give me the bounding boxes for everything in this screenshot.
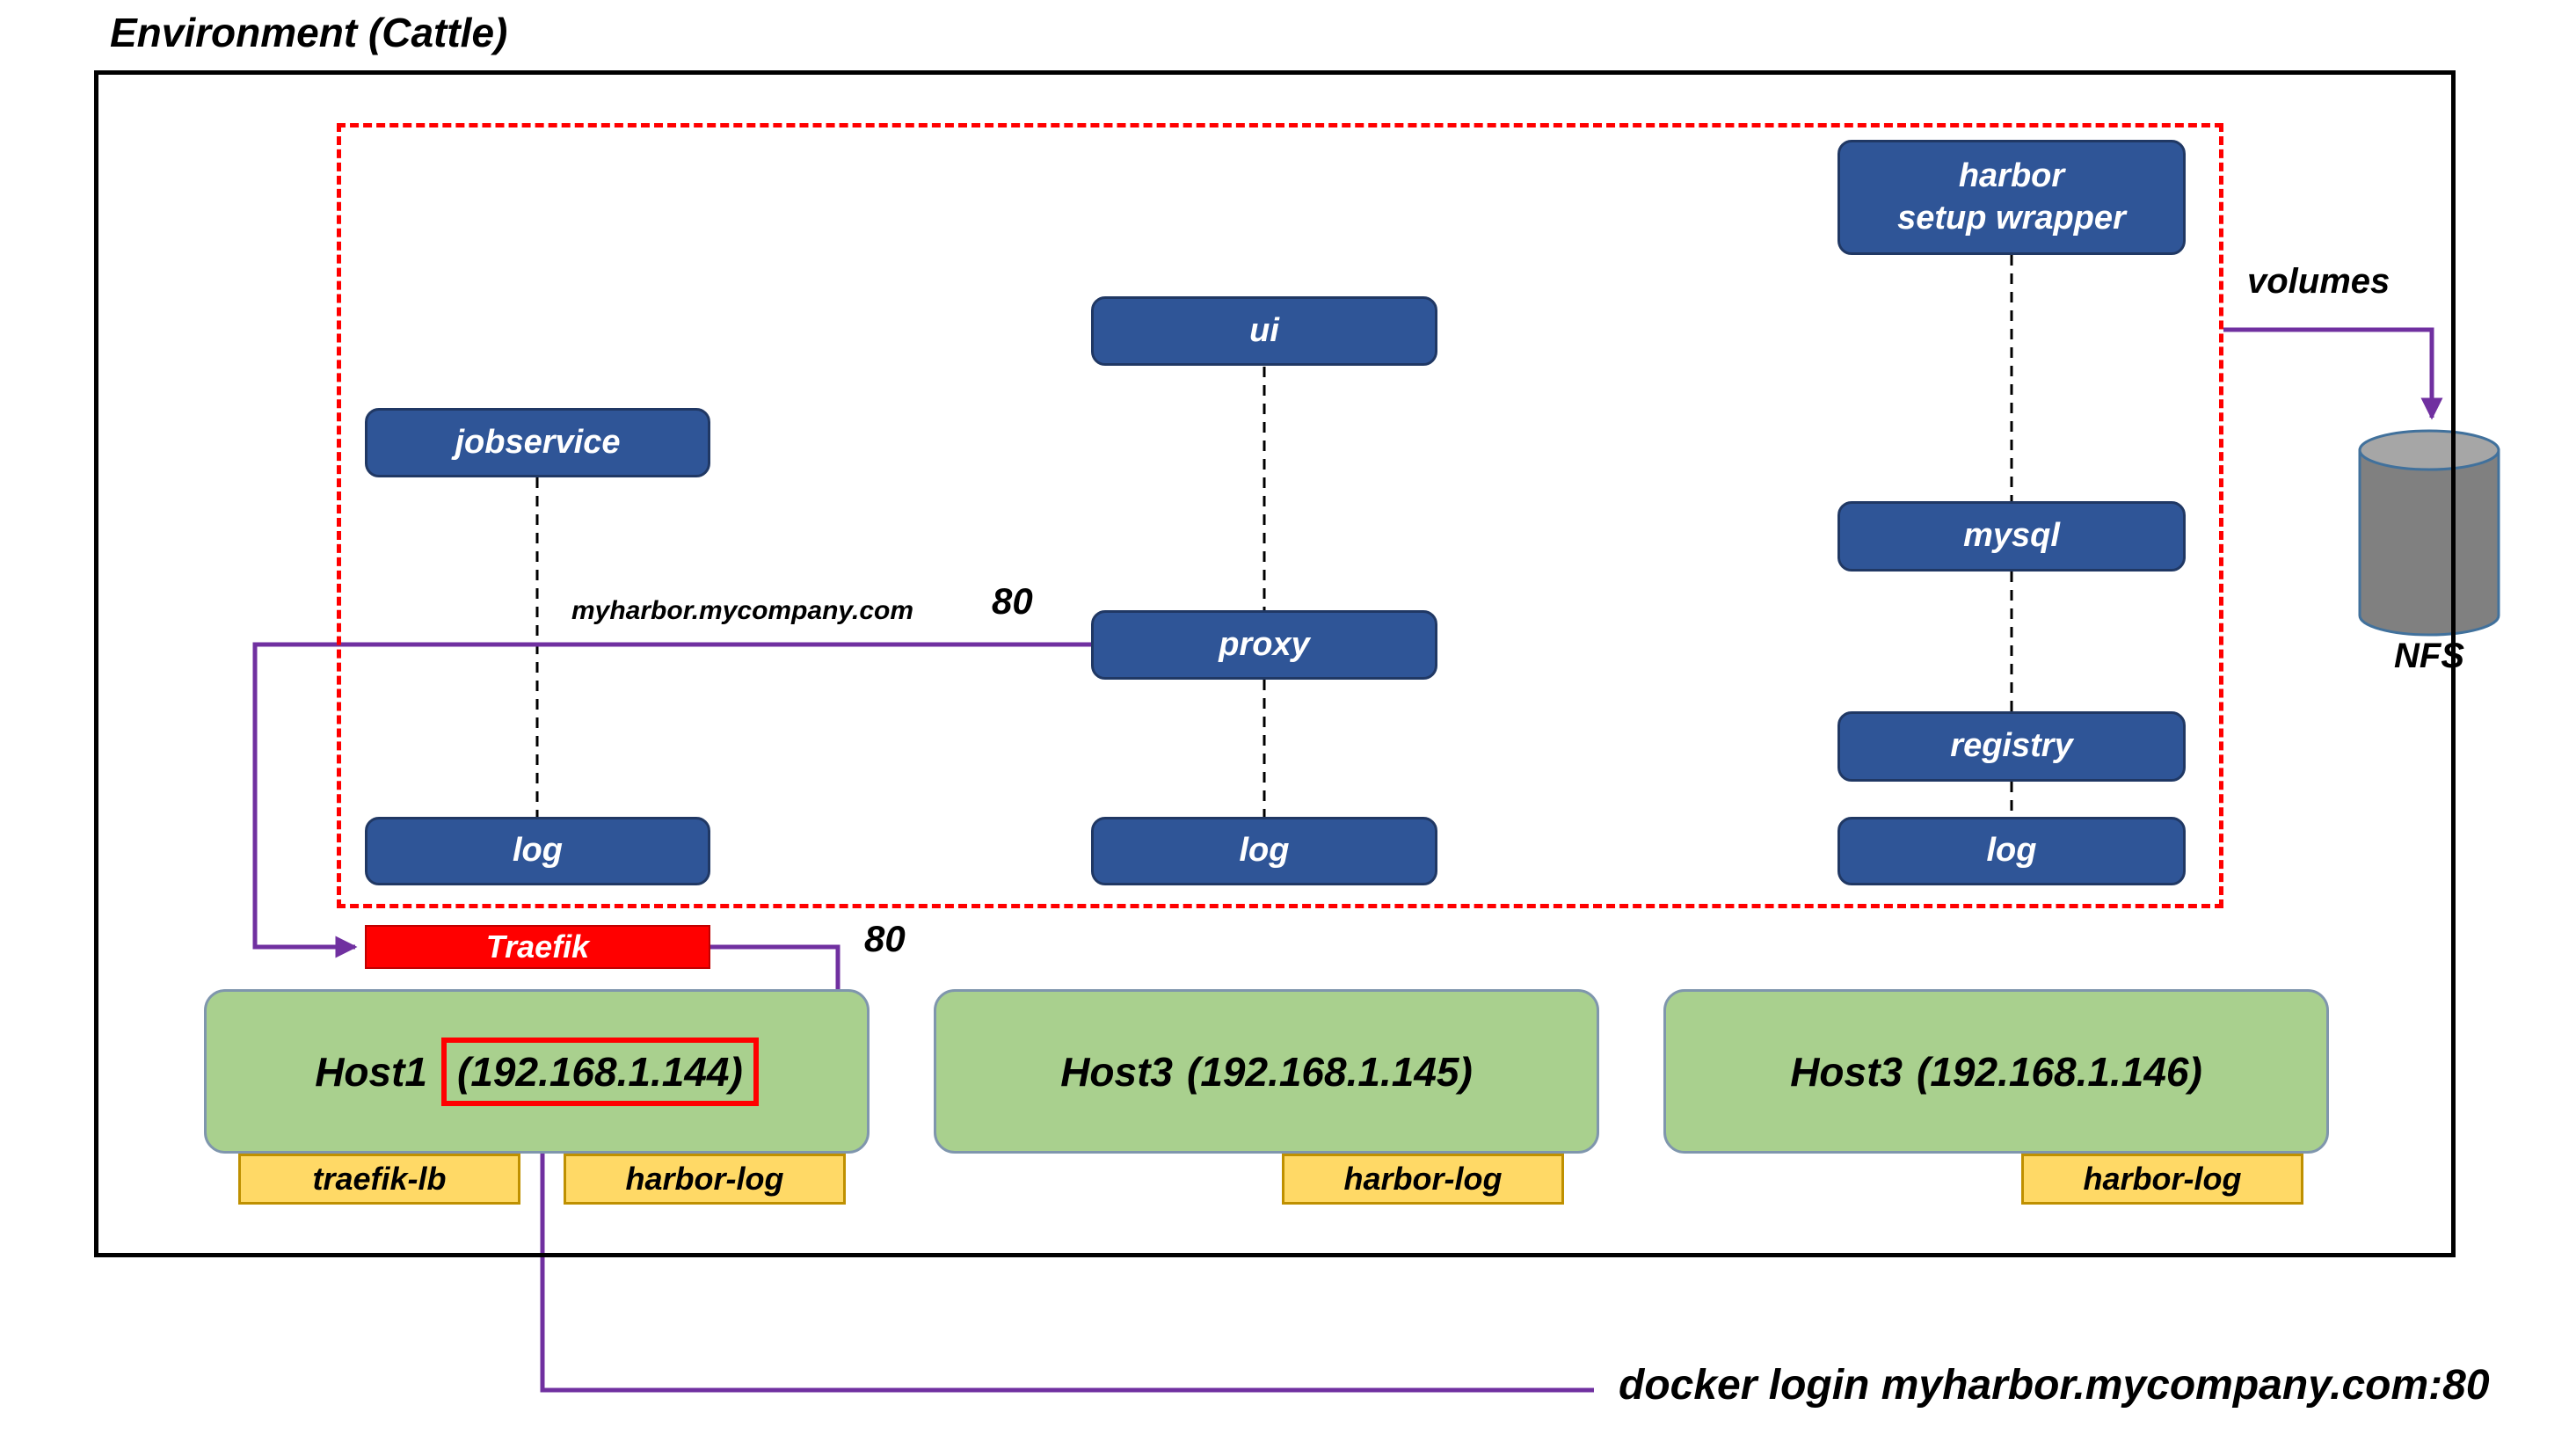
traefik-box: Traefik — [365, 925, 710, 969]
tag-harbor-log-1: harbor-log — [564, 1154, 846, 1205]
host-card-3: Host3 (192.168.1.146) — [1663, 989, 2329, 1154]
proxy-port-label: 80 — [992, 580, 1033, 622]
nfs-cylinder-icon — [2358, 429, 2500, 637]
host3-name: Host3 — [1790, 1048, 1903, 1095]
harbor-setup-wrapper-line1: harbor — [1958, 157, 2065, 194]
docker-login-label: docker login myharbor.mycompany.com:80 — [1619, 1362, 2490, 1409]
proxy-to-traefik-arrow — [252, 642, 1091, 958]
node-ui: ui — [1091, 296, 1437, 366]
node-log-right: log — [1837, 817, 2186, 885]
host3-ip: (192.168.1.146) — [1917, 1048, 2202, 1095]
tag-traefik-lb: traefik-lb — [238, 1154, 520, 1205]
node-log-left: log — [365, 817, 710, 885]
node-log-middle: log — [1091, 817, 1437, 885]
host2-name: Host3 — [1060, 1048, 1173, 1095]
node-jobservice: jobservice — [365, 408, 710, 477]
tag-harbor-log-2: harbor-log — [1282, 1154, 1564, 1205]
tag-harbor-log-3: harbor-log — [2021, 1154, 2303, 1205]
node-registry: registry — [1837, 711, 2186, 782]
domain-label: myharbor.mycompany.com — [571, 596, 914, 625]
volumes-to-nfs-arrow — [2223, 327, 2443, 420]
harbor-setup-wrapper-line2: setup wrapper — [1897, 199, 2126, 237]
host2-ip: (192.168.1.145) — [1187, 1048, 1473, 1095]
harbor-stack-boundary — [337, 123, 2223, 908]
node-harbor-setup-wrapper: harbor setup wrapper — [1837, 140, 2186, 255]
traefik-port-label: 80 — [864, 918, 906, 959]
diagram-title: Environment (Cattle) — [110, 10, 508, 55]
volumes-label: volumes — [2247, 262, 2390, 301]
docker-login-arrow — [531, 1116, 1594, 1393]
host-card-1: Host1 (192.168.1.144) — [204, 989, 870, 1154]
nfs-label: NFS — [2394, 637, 2464, 675]
node-proxy: proxy — [1091, 610, 1437, 680]
environment-boundary — [94, 70, 2456, 1257]
host-card-2: Host3 (192.168.1.145) — [934, 989, 1599, 1154]
host1-ip-highlight: (192.168.1.144) — [441, 1037, 759, 1106]
host1-name: Host1 — [315, 1048, 427, 1095]
node-mysql: mysql — [1837, 501, 2186, 572]
